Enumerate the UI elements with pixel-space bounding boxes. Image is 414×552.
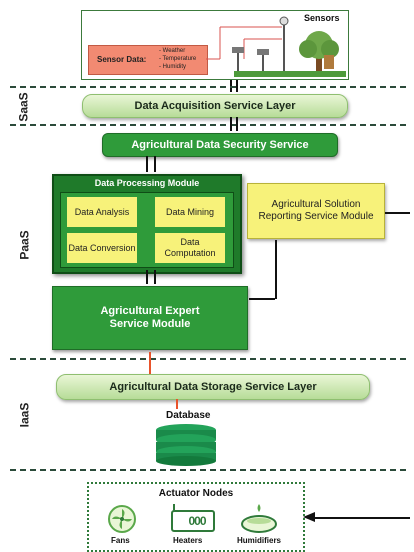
data-conversion: Data Conversion (67, 233, 137, 263)
processing-expert-arrow-2 (154, 270, 156, 284)
expert-reporting-line (249, 298, 275, 300)
sensor-item-temperature: - Temperature (159, 56, 197, 62)
sensors-panel: Sensors Sensor Data: - Weather - Tempera… (81, 10, 349, 80)
sensor-item-humidity: - Humidity (159, 64, 187, 70)
sensor-field-illustration (206, 16, 346, 77)
actuator-input-line (312, 517, 410, 519)
heater-display: 000 (188, 514, 206, 528)
fans-label: Fans (111, 536, 130, 545)
data-computation: Data Computation (155, 233, 225, 263)
processing-title: Data Processing Module (94, 178, 200, 188)
heaters-label: Heaters (173, 536, 203, 545)
layer-label-iaas: IaaS (17, 402, 32, 428)
database-icon (156, 424, 216, 466)
data-mining: Data Mining (155, 197, 225, 227)
layer-label-saas: SaaS (16, 92, 31, 122)
actuator-nodes-panel: Actuator Nodes Fans 000 Heaters Humidifi… (87, 482, 305, 552)
actuator-title: Actuator Nodes (158, 488, 234, 499)
separator-iaas (10, 469, 406, 471)
expert-reporting-up (275, 240, 277, 299)
reporting-right-line (385, 212, 410, 214)
database-label: Database (166, 410, 211, 421)
data-acquisition-layer: Data Acquisition Service Layer (82, 94, 348, 118)
security-processing-arrow-2 (154, 156, 156, 172)
data-security-service: Agricultural Data Security Service (102, 133, 338, 157)
processing-expert-arrow-1 (146, 270, 148, 284)
heater-stem (173, 504, 175, 512)
acq-security-arrow-1 (230, 117, 232, 131)
actuator-arrowhead (303, 512, 315, 522)
separator-paas (10, 358, 406, 360)
sensor-data-label: Sensor Data: (97, 55, 147, 64)
humidifiers-label: Humidifiers (237, 536, 282, 545)
security-processing-arrow-1 (146, 156, 148, 172)
fan-icon (108, 505, 136, 533)
sensor-data-box: Sensor Data: - Weather - Temperature - H… (88, 45, 208, 75)
sensors-title: Sensors (304, 13, 340, 23)
layer-label-paas: PaaS (17, 230, 32, 260)
separator-top (10, 86, 406, 88)
expert-service-module: Agricultural Expert Service Module (52, 286, 248, 350)
heater-icon: 000 (171, 510, 215, 532)
processing-inner: Data Analysis Data Mining Data Conversio… (60, 192, 234, 268)
separator-saas (10, 124, 406, 126)
data-analysis: Data Analysis (67, 197, 137, 227)
expert-storage-arrow (149, 352, 151, 374)
acq-security-arrow-2 (236, 117, 238, 131)
storage-database-arrow (176, 399, 178, 409)
data-storage-layer: Agricultural Data Storage Service Layer (56, 374, 370, 400)
humidifier-icon (241, 504, 277, 533)
solution-reporting-module: Agricultural Solution Reporting Service … (247, 183, 385, 239)
data-processing-module: Data Processing Module Data Analysis Dat… (52, 174, 242, 274)
sensor-item-weather: - Weather (159, 48, 186, 54)
